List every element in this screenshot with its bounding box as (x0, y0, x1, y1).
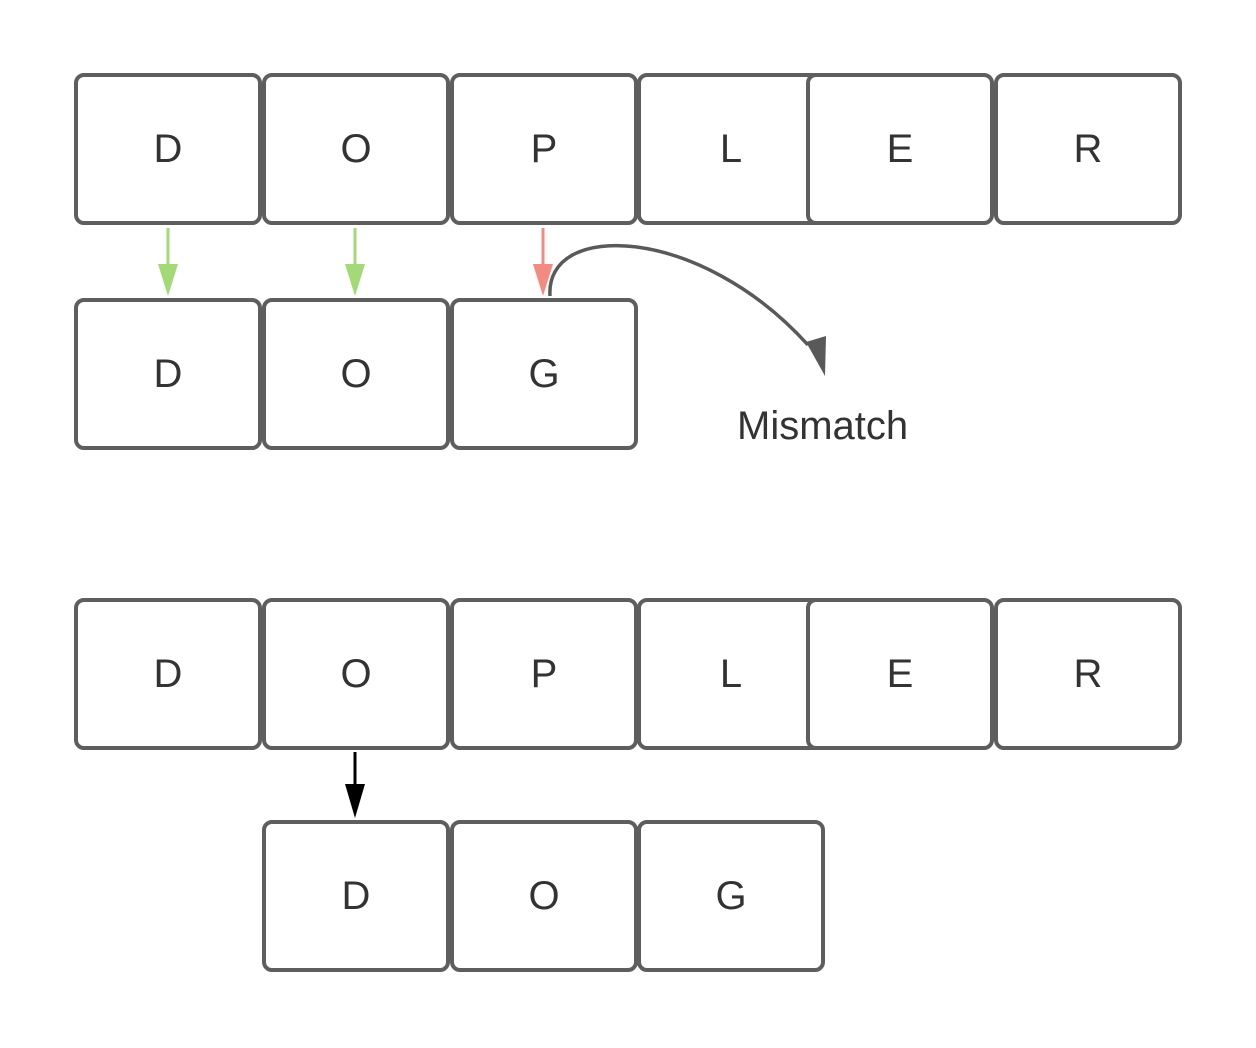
step1-text-cell-2: O (262, 73, 450, 225)
cell-letter: G (715, 873, 747, 918)
step2-text-cell-3: P (450, 598, 638, 750)
step2-pattern-cell-1: D (262, 820, 450, 972)
cell-letter: R (1073, 126, 1103, 171)
step1-text-cell-6: R (994, 73, 1182, 225)
cell-letter: D (153, 126, 183, 171)
step1-pattern-cell-2: O (262, 298, 450, 450)
step1-text-cell-5: E (806, 73, 994, 225)
cell-letter: O (340, 126, 372, 171)
mismatch-label: Mismatch (737, 404, 909, 448)
step2-text-cell-6: R (994, 598, 1182, 750)
cell-letter: D (153, 351, 183, 396)
match-arrow-1 (158, 228, 178, 296)
cell-letter: G (528, 351, 560, 396)
cell-letter: P (530, 651, 558, 696)
step2-text-cell-4: L (637, 598, 825, 750)
step1-text-cell-3: P (450, 73, 638, 225)
step1-pattern-cell-3: G (450, 298, 638, 450)
step1-text-cell-4: L (637, 73, 825, 225)
cell-letter: O (340, 651, 372, 696)
step1-text-cell-1: D (74, 73, 262, 225)
cell-letter: E (886, 651, 914, 696)
cell-letter: P (530, 126, 558, 171)
step1-pattern-cell-1: D (74, 298, 262, 450)
cell-letter: D (153, 651, 183, 696)
step2-text-cell-1: D (74, 598, 262, 750)
cell-letter: L (719, 126, 743, 171)
mismatch-arrow (533, 228, 553, 296)
step2-text-cell-5: E (806, 598, 994, 750)
cell-letter: R (1073, 651, 1103, 696)
cell-letter: E (886, 126, 914, 171)
match-arrow-2 (345, 228, 365, 296)
step2-pattern-cell-2: O (450, 820, 638, 972)
step2-pattern-cell-3: G (637, 820, 825, 972)
cell-letter: L (719, 651, 743, 696)
shift-arrow (345, 752, 365, 818)
cell-letter: D (341, 873, 371, 918)
step2-text-cell-2: O (262, 598, 450, 750)
cell-letter: O (340, 351, 372, 396)
cell-letter: O (528, 873, 560, 918)
